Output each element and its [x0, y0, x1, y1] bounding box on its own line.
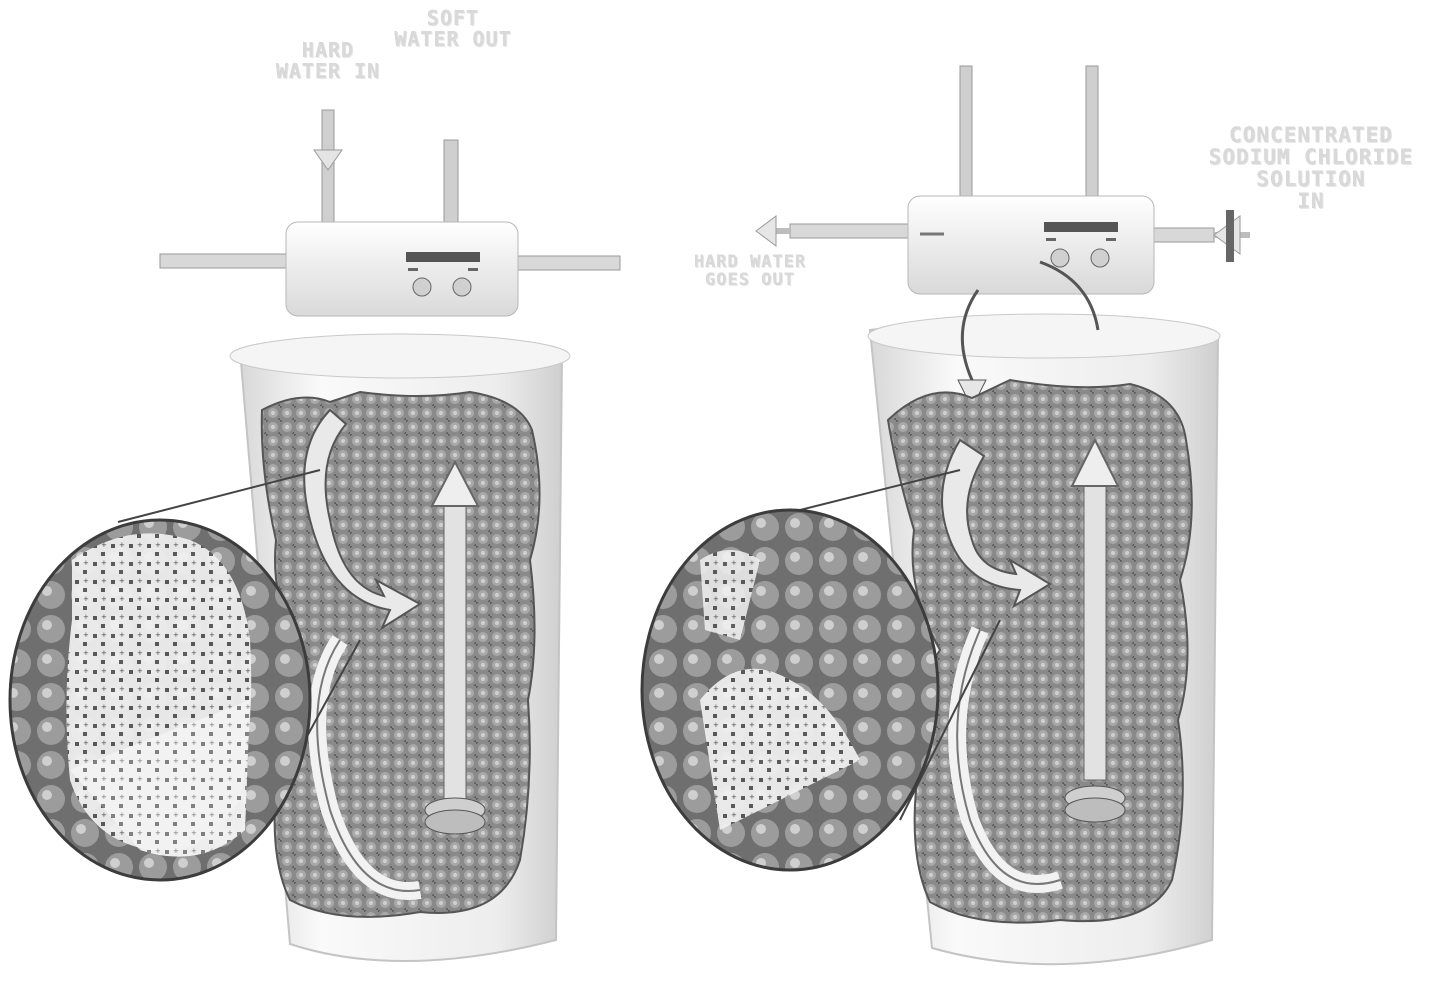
left-resin-magnifier	[10, 520, 310, 880]
hard-water-in-label: HARD WATER IN	[268, 40, 388, 82]
concentrated-solution-in-label: CONCENTRATED SODIUM CHLORIDE SOLUTION IN	[1196, 124, 1426, 212]
waste-water-out-label: HARD WATER GOES OUT	[670, 254, 830, 290]
soft-water-out-label: SOFT WATER OUT	[388, 8, 518, 50]
right-resin-magnifier	[642, 510, 938, 870]
